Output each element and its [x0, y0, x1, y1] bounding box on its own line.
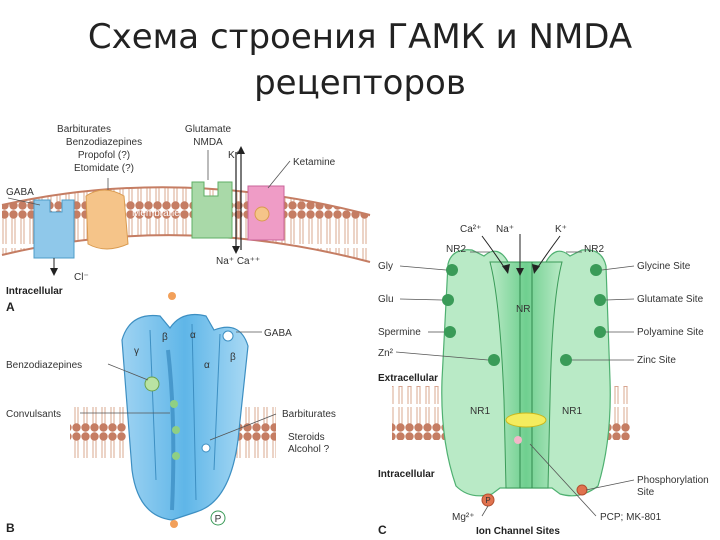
label-convulsants-b: Convulsants	[6, 409, 61, 420]
label-nr2-right: NR2	[584, 244, 604, 255]
label-nr2-left: NR2	[446, 244, 466, 255]
label-spermine-c: Spermine	[378, 327, 421, 338]
label-nr-center: NR	[516, 304, 530, 315]
panel-letter-c: C	[378, 523, 387, 537]
panel-c: P Ca²⁺ Na⁺ K⁺ NR2 NR2 Gly Glu NR Spermin…	[378, 224, 709, 537]
label-k-a: K⁺	[228, 150, 240, 161]
panel-a: Barbiturates Benzodiazepines Propofol (?…	[1, 124, 371, 314]
title-line-1: Схема строения ГАМК и NMDA	[87, 17, 633, 57]
label-etomidate-a: Etomidate (?)	[74, 163, 134, 174]
gaba-receptor-a	[33, 199, 75, 259]
label-propofol-a: Propofol (?)	[78, 150, 130, 161]
label-alcohol-b: Alcohol ?	[288, 444, 330, 455]
label-glutamate-a: Glutamate	[185, 124, 232, 135]
label-intracellular-a: Intracellular	[6, 286, 63, 297]
label-na-c: Na⁺	[496, 224, 514, 235]
gaba-receptor-b	[121, 313, 249, 521]
label-polyamine-site: Polyamine Site	[637, 327, 704, 338]
label-barbiturates-a: Barbiturates	[57, 124, 111, 135]
label-ion-channel-sites: Ion Channel Sites	[476, 526, 560, 537]
label-gly-c: Gly	[378, 261, 393, 272]
label-steroids-b: Steroids	[288, 432, 325, 443]
label-phosphorylation-1: Phosphorylation	[637, 475, 709, 486]
subunit-alpha-2: α	[204, 360, 210, 371]
label-intracellular-c: Intracellular	[378, 469, 435, 480]
label-ketamine-a: Ketamine	[293, 157, 336, 168]
label-gaba-a: GABA	[6, 187, 34, 198]
label-mg-c: Mg²⁺	[452, 512, 475, 523]
label-glycine-site: Glycine Site	[637, 261, 691, 272]
label-ca-c: Ca²⁺	[460, 224, 481, 235]
subunit-gamma: γ	[134, 346, 139, 357]
label-benzodiazepines-a: Benzodiazepines	[66, 137, 142, 148]
label-benzodiazepines-b: Benzodiazepines	[6, 360, 82, 371]
panel-letter-b: B	[6, 521, 15, 535]
label-nmda-a: NMDA	[193, 137, 223, 148]
label-extracellular-c: Extracellular	[378, 373, 438, 384]
label-nr1-right: NR1	[562, 406, 582, 417]
membrane-b-left	[70, 404, 126, 458]
label-pcp-c: PCP; MK-801	[600, 512, 662, 523]
page-title: Схема строения ГАМК и NMDA рецепторов	[0, 14, 720, 106]
subunit-alpha-1: α	[190, 330, 196, 341]
label-glu-c: Glu	[378, 294, 394, 305]
phospho-p-c: P	[485, 496, 490, 505]
label-zinc-site: Zinc Site	[637, 355, 676, 366]
phospho-p-b: P	[215, 514, 222, 525]
subunit-beta-2: β	[230, 352, 236, 363]
label-membrane-a: Membrane	[132, 208, 180, 219]
label-nr1-left: NR1	[470, 406, 490, 417]
barbiturate-site-a	[85, 189, 129, 250]
subunit-beta-1: β	[162, 332, 168, 343]
title-line-2: рецепторов	[254, 63, 466, 103]
label-cl-a: Cl⁻	[74, 272, 89, 283]
label-zn-c: Zn²	[378, 348, 394, 359]
panel-b: γ β α β α P GABA Benzodiazepines Convuls…	[6, 292, 336, 535]
label-na-ca-a: Na⁺ Ca⁺⁺	[216, 256, 260, 267]
panel-letter-a: A	[6, 300, 15, 314]
label-glutamate-site: Glutamate Site	[637, 294, 704, 305]
label-k-c: K⁺	[555, 224, 567, 235]
label-phosphorylation-2: Site	[637, 487, 655, 498]
label-gaba-b: GABA	[264, 328, 292, 339]
glutamate-receptor-a	[191, 181, 233, 239]
label-barbiturates-b: Barbiturates	[282, 409, 336, 420]
